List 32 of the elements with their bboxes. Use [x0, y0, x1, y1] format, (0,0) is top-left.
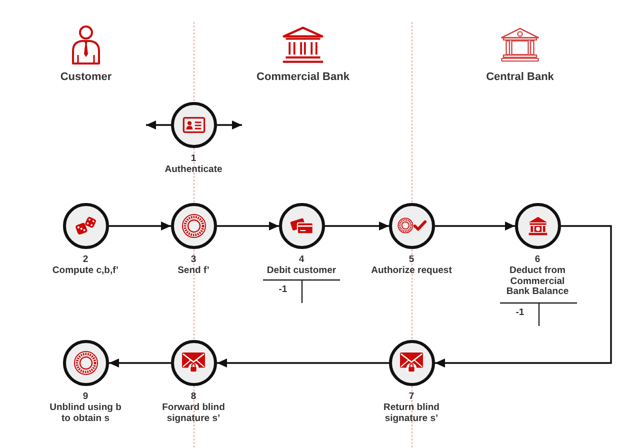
- arrow: [217, 222, 279, 230]
- step-number: 7: [408, 392, 414, 402]
- step-number: 9: [82, 392, 88, 402]
- arrow: [217, 358, 389, 368]
- step-label: Authorize request: [371, 266, 452, 276]
- step-label: Return blind signature s’: [382, 403, 440, 424]
- arrow: [435, 222, 515, 230]
- step-number: 4: [298, 255, 304, 266]
- step-number: 8: [190, 392, 196, 402]
- arrow: [109, 222, 171, 230]
- arrow: [217, 120, 242, 130]
- step-label: Authenticate: [164, 165, 222, 176]
- step-label: Forward blind signature s’: [161, 403, 226, 424]
- lane-heading: Customer: [60, 70, 112, 84]
- lane-heading: Commercial Bank: [256, 70, 350, 84]
- lane-heading: Central Bank: [486, 70, 554, 84]
- account-entry: -1: [516, 308, 524, 318]
- step-label: Compute c,b,f’: [52, 266, 119, 276]
- account-entry: -1: [278, 285, 288, 296]
- step-number: 5: [408, 255, 414, 266]
- arrow: [435, 225, 612, 368]
- step-label: Unblind using b to obtain s: [48, 403, 122, 424]
- step-number: 2: [82, 255, 88, 266]
- step-label: Deduct from Commercial Bank Balance: [505, 266, 570, 298]
- step-label: Debit customer: [266, 266, 336, 276]
- arrow: [109, 358, 171, 368]
- step-number: 3: [190, 255, 196, 266]
- step-number: 6: [534, 255, 540, 266]
- arrow: [146, 120, 171, 130]
- step-number: 1: [190, 154, 196, 164]
- arrow: [325, 222, 389, 230]
- step-label: Send f’: [178, 266, 210, 276]
